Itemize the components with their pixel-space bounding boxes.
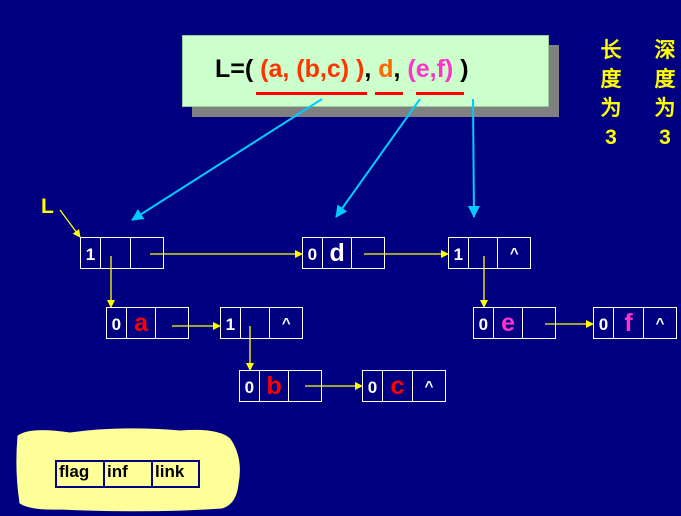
node-link: ^ (655, 314, 665, 332)
formula-box: L=( (a, (b,c) ), d, (e,f) ) (182, 35, 549, 107)
arrow-formula-to-sublist-ef (467, 98, 480, 218)
arrow-head-to-first (59, 209, 81, 238)
underline-d (375, 92, 403, 95)
arrow-formula-to-sublist-a (131, 98, 323, 221)
formula-lhs: L=( (215, 55, 261, 83)
node-flag: 1 (221, 308, 241, 338)
node-flag: 1 (449, 238, 469, 268)
list-node-sublist-a: 1 (80, 237, 164, 269)
node-atom-value: a (127, 308, 157, 338)
node-flag: 0 (240, 371, 260, 401)
formula-text: L=( (a, (b,c) ), d, (e,f) ) (215, 55, 469, 84)
node-flag: 0 (107, 308, 127, 338)
node-flag: 0 (363, 371, 383, 401)
underline-ef-group (416, 92, 464, 95)
formula-d: d (378, 55, 394, 83)
formula-close: ) (453, 55, 469, 83)
node-atom-value: d (323, 238, 353, 268)
node-flag: 0 (474, 308, 494, 338)
list-node-atom-a: 0 a (106, 307, 189, 339)
node-link: ^ (509, 244, 519, 262)
formula-comma-2: , (393, 55, 408, 83)
node-atom-value: f (614, 308, 644, 338)
head-pointer-label: L (41, 195, 54, 218)
node-flag: 0 (594, 308, 614, 338)
node-atom-value: c (383, 371, 413, 401)
formula-ef-group: (e,f) (407, 55, 454, 83)
node-hp (241, 308, 271, 338)
legend-info: inf (105, 462, 153, 486)
formula-a-group: (a, (b,c) ) (260, 55, 365, 83)
list-node-atom-e: 0 e (473, 307, 556, 339)
depth-label: 深 度 为 3 (654, 39, 676, 149)
node-link: ^ (281, 314, 291, 332)
node-flag: 1 (81, 238, 101, 268)
formula-comma-1: , (364, 55, 379, 83)
node-flag: 0 (303, 238, 323, 268)
node-structure-legend: flag inf link (55, 460, 200, 488)
node-link: ^ (424, 377, 434, 395)
legend-flag: flag (57, 462, 105, 486)
arrow-formula-to-d (335, 98, 421, 218)
underline-a-group (256, 92, 367, 95)
list-node-atom-d: 0 d (302, 237, 385, 269)
legend-link: link (155, 462, 185, 481)
node-atom-value: e (494, 308, 524, 338)
length-label: 长 度 为 3 (600, 39, 622, 149)
node-hp (101, 238, 131, 268)
node-atom-value: b (260, 371, 290, 401)
node-hp (469, 238, 499, 268)
